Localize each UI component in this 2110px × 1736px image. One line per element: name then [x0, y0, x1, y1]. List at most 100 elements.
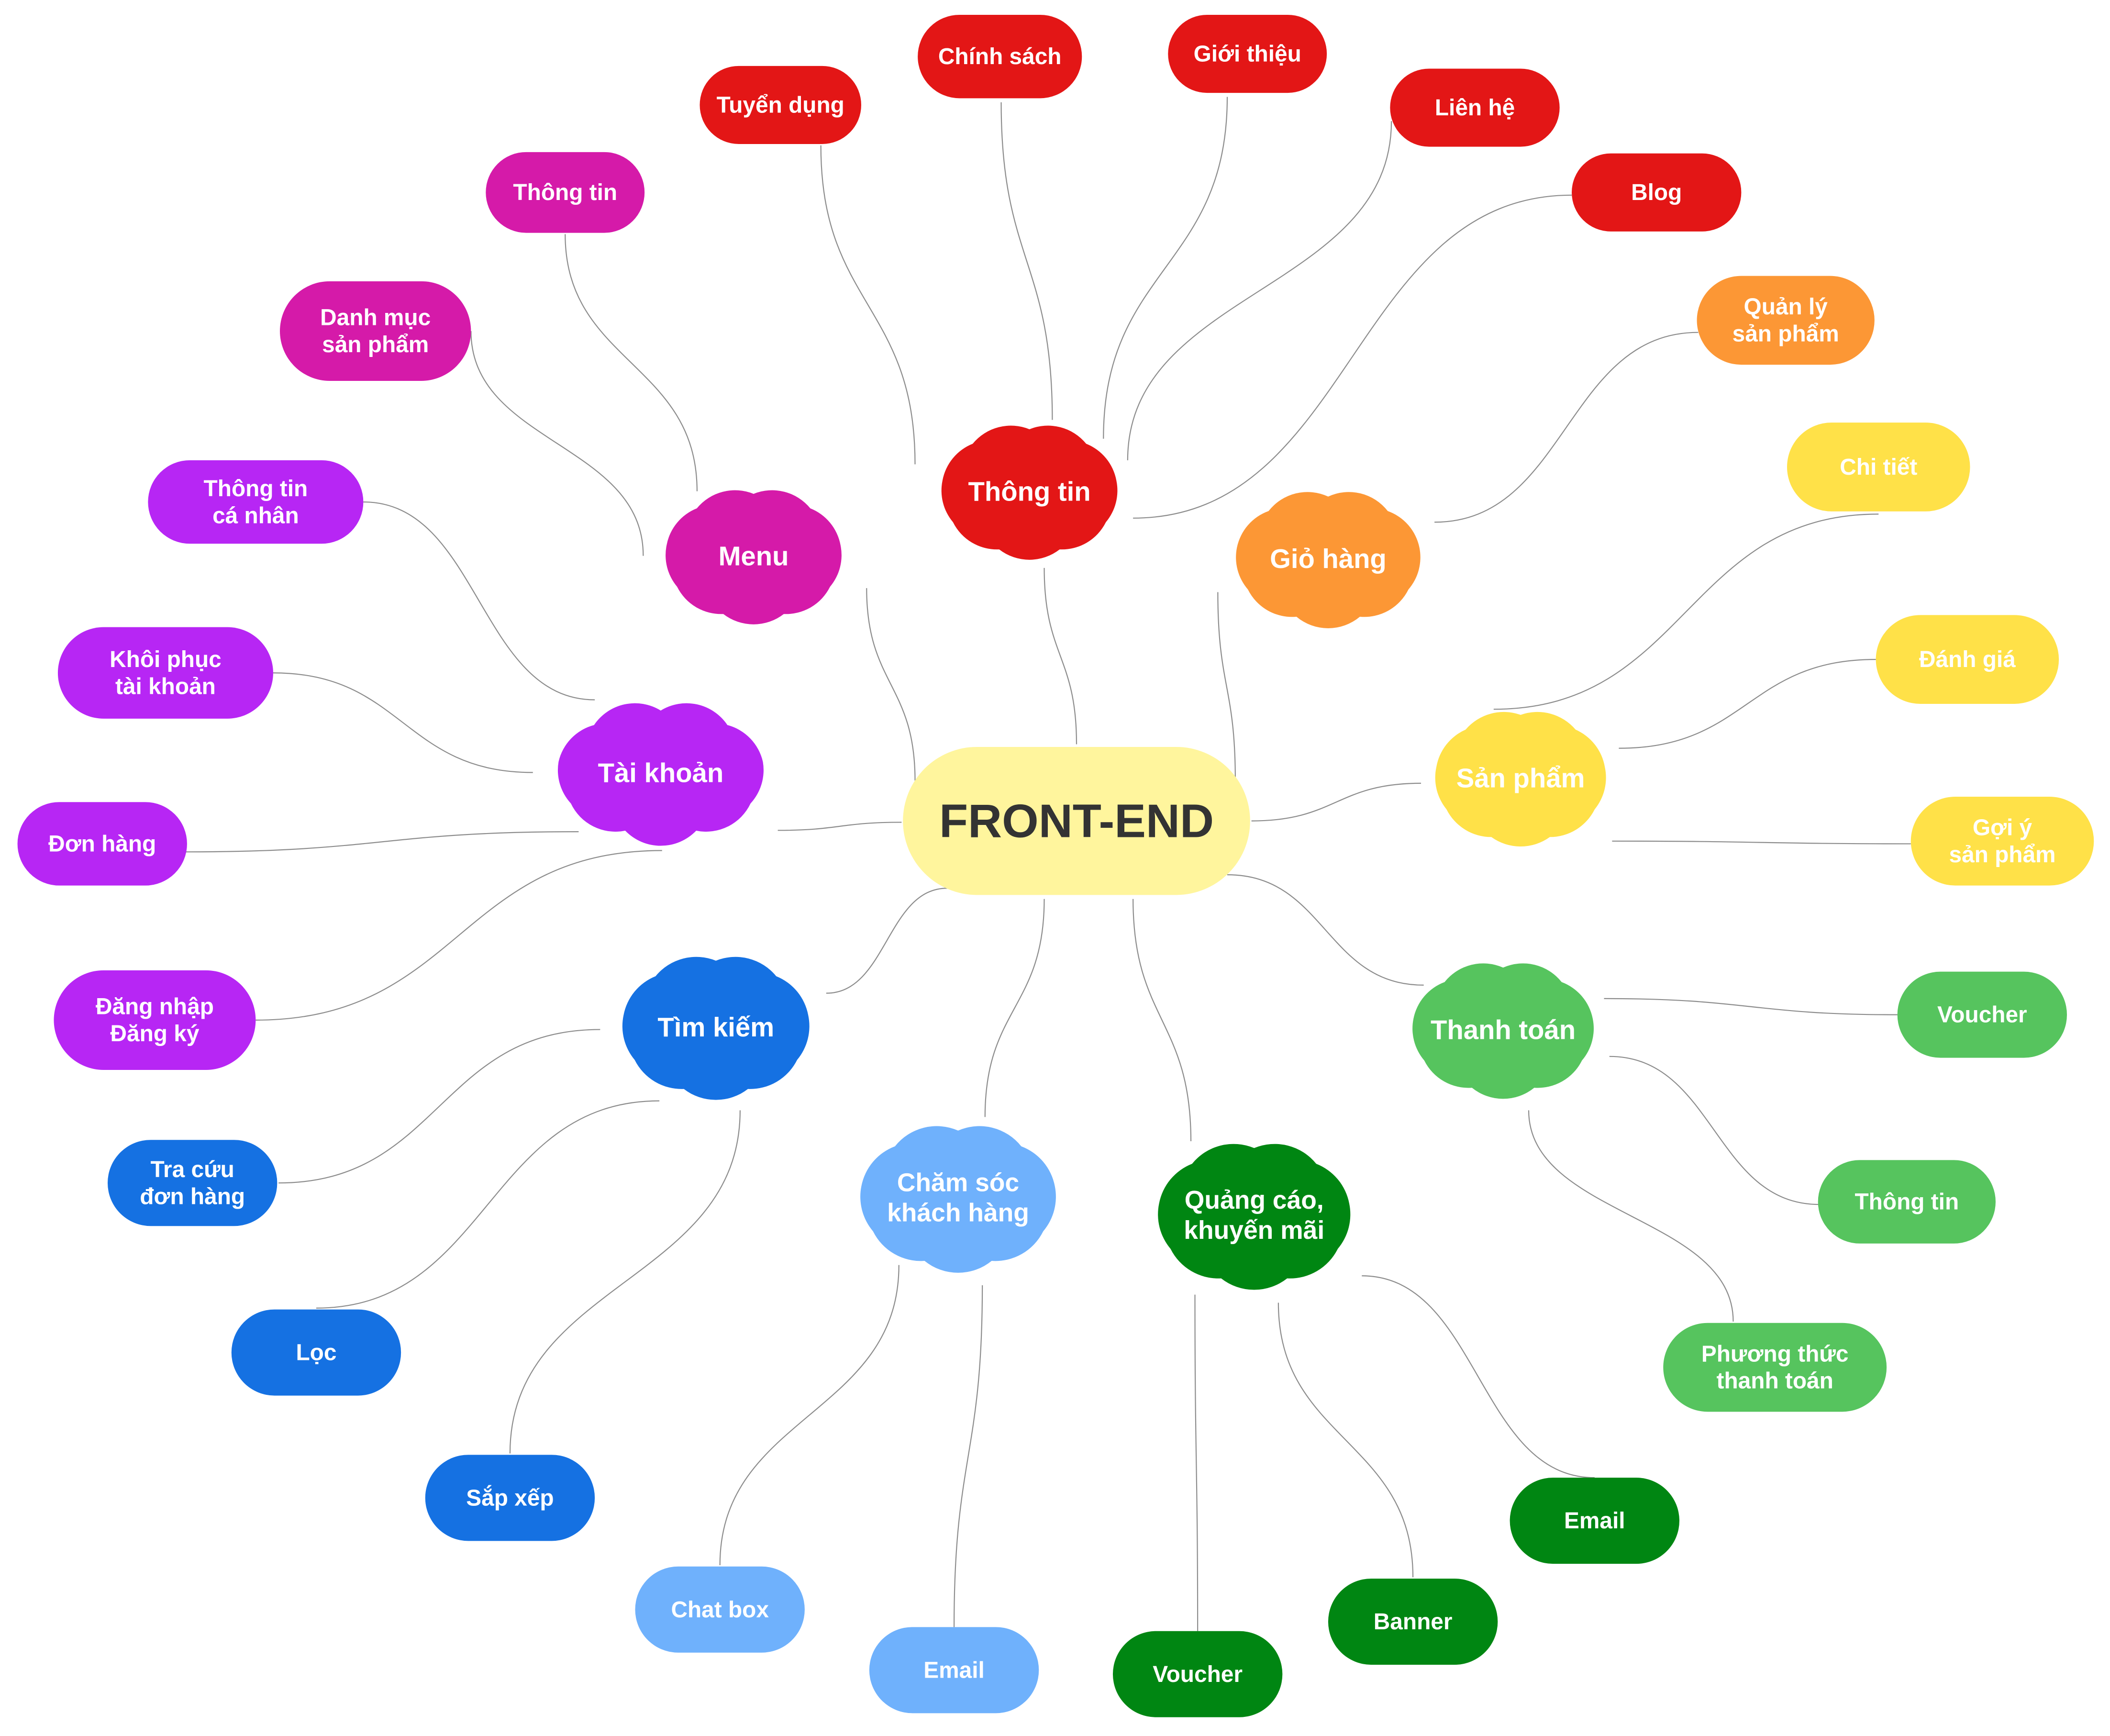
leaf-node-thong-tin-3[interactable]: Liên hệ [1390, 68, 1560, 147]
leaf-node-menu-0[interactable]: Thông tin [486, 152, 645, 233]
connector-root-thong-tin [1044, 568, 1077, 745]
branch-node-quang-cao[interactable]: Quảng cáo,khuyến mãi [1158, 1144, 1351, 1290]
leaf-node-quang-cao-1[interactable]: Banner [1328, 1579, 1498, 1665]
leaf-node-label: Chat box [671, 1597, 769, 1622]
leaf-node-cham-soc-1[interactable]: Email [869, 1627, 1039, 1714]
connector-thong-tin-child-1 [1000, 102, 1053, 420]
connector-san-pham-child-1 [1619, 659, 1876, 749]
connector-quang-cao-child-2 [1194, 1294, 1199, 1631]
leaf-node-shape [1910, 797, 2094, 886]
connector-san-pham-child-2 [1612, 840, 1911, 845]
branch-node-thong-tin[interactable]: Thông tin [941, 425, 1118, 560]
leaf-node-shape [486, 152, 645, 233]
leaf-node-shape [231, 1309, 401, 1396]
leaf-node-shape [635, 1566, 805, 1653]
connector-cham-soc-child-1 [953, 1285, 983, 1627]
connector-thong-tin-child-4 [1133, 194, 1572, 519]
connector-tai-khoan-child-3 [255, 850, 662, 1021]
leaf-node-thong-tin-2[interactable]: Giới thiệu [1168, 14, 1327, 93]
leaf-node-thanh-toan-1[interactable]: Thông tin [1818, 1160, 1996, 1244]
connector-san-pham-child-0 [1493, 513, 1879, 710]
connector-thong-tin-child-2 [1103, 97, 1228, 439]
connector-root-thanh-toan [1227, 874, 1424, 986]
leaf-node-shape [148, 460, 364, 544]
leaf-node-shape [280, 281, 471, 381]
leaf-node-label: Đánh giá [1919, 647, 2016, 672]
connector-thanh-toan-child-2 [1528, 1110, 1734, 1322]
branch-node-menu[interactable]: Menu [666, 490, 842, 624]
leaf-node-thanh-toan-0[interactable]: Voucher [1897, 971, 2067, 1058]
connector-tim-kiem-child-2 [509, 1110, 741, 1454]
leaf-node-shape [1697, 276, 1875, 365]
leaf-node-thong-tin-1[interactable]: Chính sách [918, 14, 1082, 99]
cloud-icon [557, 703, 764, 846]
cloud-icon [860, 1126, 1056, 1273]
leaf-node-san-pham-1[interactable]: Đánh giá [1876, 615, 2059, 704]
leaf-node-shape [1112, 1631, 1283, 1717]
leaf-node-label: Blog [1631, 180, 1682, 205]
leaf-node-label: Đơn hàng [48, 831, 156, 857]
branch-node-label: Quảng cáo,khuyến mãi [1184, 1186, 1324, 1245]
connector-menu-child-0 [565, 234, 698, 491]
leaf-node-shape [1510, 1478, 1679, 1564]
connectors [186, 97, 1911, 1631]
leaf-node-shape [1572, 153, 1742, 232]
connector-root-tai-khoan [777, 822, 902, 831]
connector-root-menu [866, 588, 916, 781]
leaf-node-tim-kiem-2[interactable]: Sắp xếp [425, 1455, 595, 1541]
branch-node-label: Thông tin [968, 476, 1090, 506]
branch-node-thanh-toan[interactable]: Thanh toán [1412, 963, 1594, 1099]
leaf-node-tim-kiem-1[interactable]: Lọc [231, 1309, 401, 1396]
branch-node-label: Tài khoản [598, 757, 724, 788]
leaf-node-shape [1818, 1160, 1996, 1244]
leaf-node-thong-tin-0[interactable]: Tuyển dụng [700, 66, 862, 144]
leaf-node-shape [57, 627, 273, 719]
branch-node-gio-hang[interactable]: Giỏ hàng [1236, 492, 1421, 628]
branch-node-label: Giỏ hàng [1270, 544, 1387, 574]
branch-node-san-pham[interactable]: Sản phẩm [1435, 712, 1606, 847]
cloud-icon [941, 425, 1118, 560]
branch-node-tim-kiem[interactable]: Tìm kiếm [622, 957, 810, 1100]
connector-root-cham-soc [984, 899, 1045, 1117]
leaf-node-quang-cao-2[interactable]: Voucher [1112, 1631, 1283, 1717]
leaf-node-shape [1663, 1323, 1887, 1412]
leaf-node-shape [1897, 971, 2067, 1058]
leaf-node-shape [869, 1627, 1039, 1714]
leaf-node-label: Thông tin [513, 180, 617, 205]
root-node[interactable]: FRONT-END [903, 746, 1250, 895]
leaf-node-tai-khoan-2[interactable]: Đơn hàng [17, 802, 187, 886]
leaf-node-shape [918, 14, 1082, 99]
root-node-label: FRONT-END [939, 795, 1214, 847]
connector-tai-khoan-child-2 [186, 831, 579, 853]
leaf-node-thong-tin-4[interactable]: Blog [1572, 153, 1742, 232]
cloud-icon [1158, 1144, 1351, 1290]
leaf-node-label: Lọc [296, 1340, 336, 1365]
leaf-node-quang-cao-0[interactable]: Email [1510, 1478, 1679, 1564]
leaf-node-label: Banner [1374, 1609, 1453, 1635]
branch-node-tai-khoan[interactable]: Tài khoản [557, 703, 764, 846]
branch-node-label: Thanh toán [1431, 1014, 1576, 1045]
leaf-node-label: Voucher [1937, 1002, 2027, 1027]
leaf-node-san-pham-0[interactable]: Chi tiết [1787, 423, 1970, 512]
leaf-node-label: Thông tin [1855, 1189, 1959, 1214]
leaf-node-shape [1390, 68, 1560, 147]
connector-root-san-pham [1251, 782, 1421, 822]
leaf-node-cham-soc-0[interactable]: Chat box [635, 1566, 805, 1653]
connector-gio-hang-child-0 [1434, 332, 1699, 523]
